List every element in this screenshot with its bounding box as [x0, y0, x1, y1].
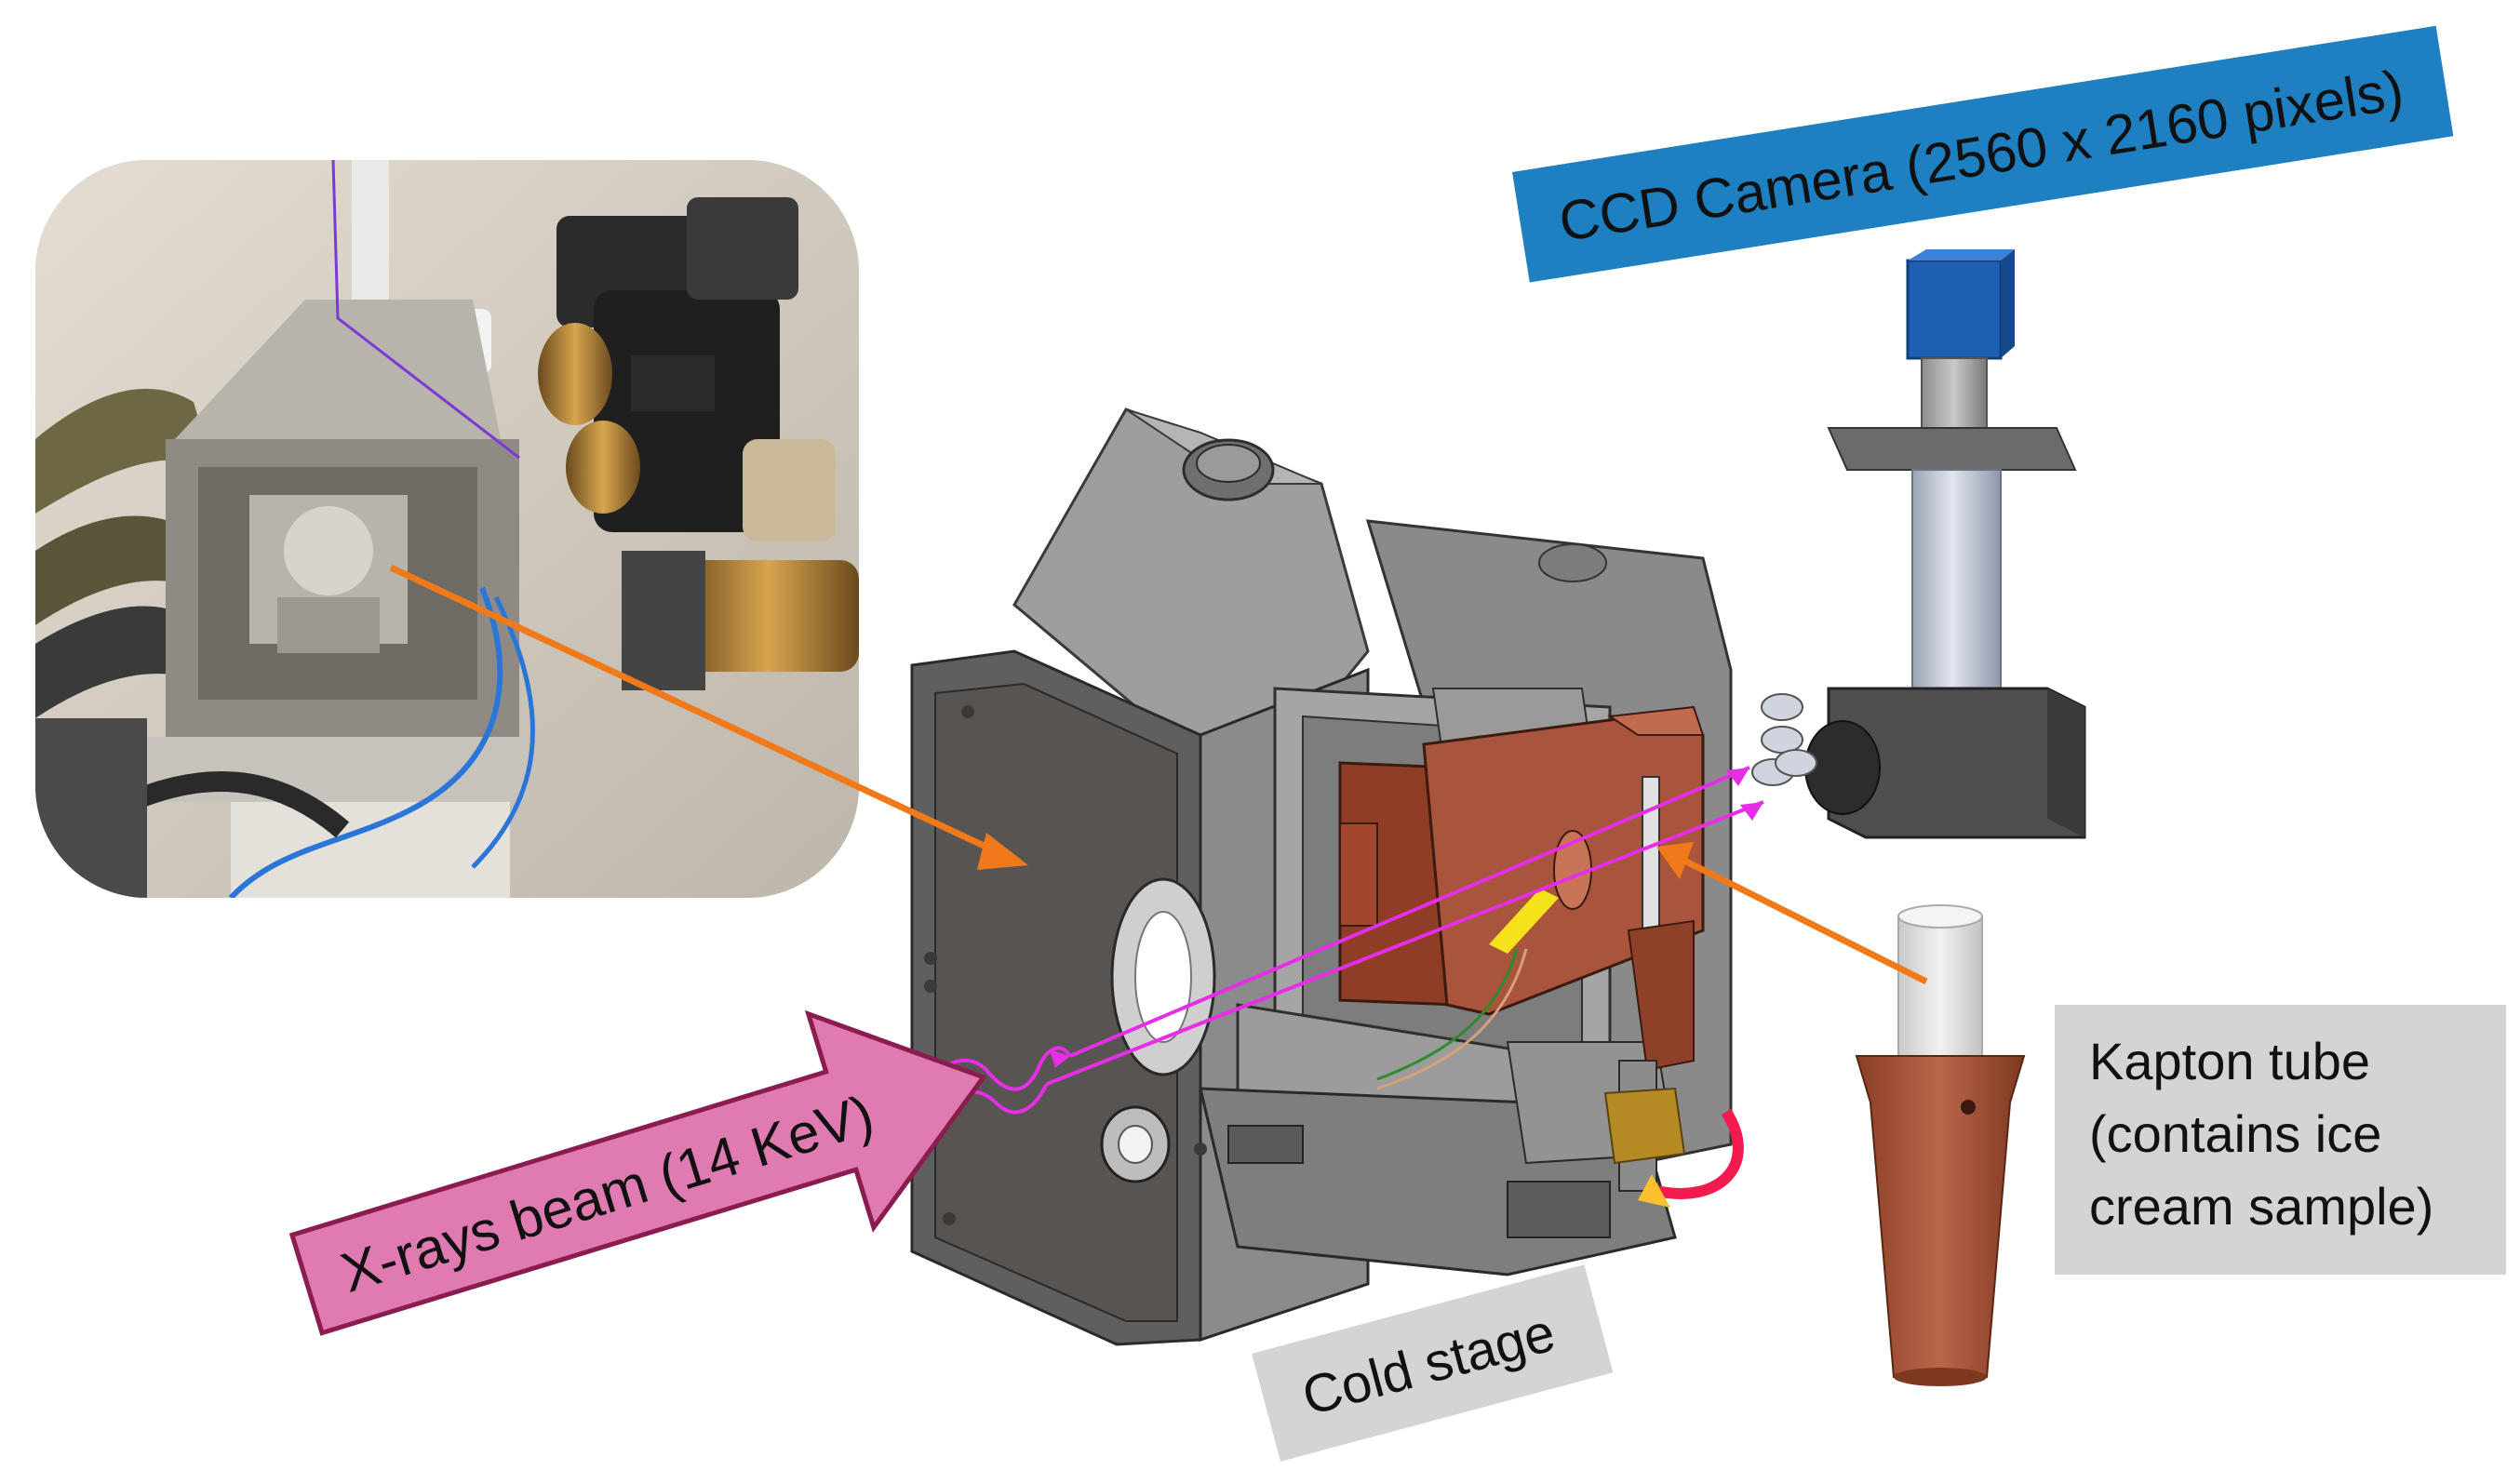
- rotation-arrow: [1655, 1108, 1744, 1199]
- callout-arrows: [389, 564, 1928, 985]
- kapton-tube-assembly: [1855, 904, 2026, 1386]
- photo-illustration: [35, 160, 859, 898]
- camera-head: [1906, 259, 2003, 360]
- ccd-camera-label: CCD Camera (2560 x 2160 pixels): [1512, 25, 2454, 283]
- setup-photograph: [35, 160, 859, 898]
- photo-to-stage-arrowhead: [977, 833, 1028, 870]
- photo-to-stage-arrow: [389, 564, 998, 855]
- xray-beam-label: X-rays beam (14 KeV): [334, 1083, 880, 1304]
- kapton-label-line3: cream sample): [2089, 1177, 2433, 1236]
- rotation-arrow-head: [1638, 1174, 1670, 1208]
- kapton-label-line1: Kapton tube: [2089, 1032, 2370, 1090]
- copper-sample-block: [1338, 705, 1705, 1192]
- kapton-holder: [1855, 1055, 2026, 1378]
- beam-arrowhead-2: [1740, 802, 1763, 821]
- kapton-to-sample-arrow: [1682, 857, 1928, 985]
- kapton-label-line2: (contains ice: [2089, 1104, 2381, 1163]
- xray-beam-arrow: X-rays beam (14 KeV): [288, 1009, 987, 1336]
- beam-line-1: [1069, 766, 1750, 1058]
- ccd-camera-assembly: [1751, 249, 2086, 839]
- cold-stage-label-box: [1252, 1264, 1614, 1462]
- beam-arrowhead-3: [1050, 1049, 1070, 1068]
- kapton-label-box: [2055, 1005, 2506, 1275]
- beam-line-2: [1046, 800, 1764, 1086]
- kapton-label: Kapton tube (contains ice cream sample): [2055, 1005, 2506, 1275]
- xray-arrow-shape: [288, 1009, 987, 1336]
- kapton-tube: [1897, 915, 1983, 1057]
- beam-arrowhead-1: [1726, 768, 1749, 786]
- kapton-to-sample-arrowhead: [1656, 842, 1694, 879]
- ccd-label-box: [1512, 25, 2454, 283]
